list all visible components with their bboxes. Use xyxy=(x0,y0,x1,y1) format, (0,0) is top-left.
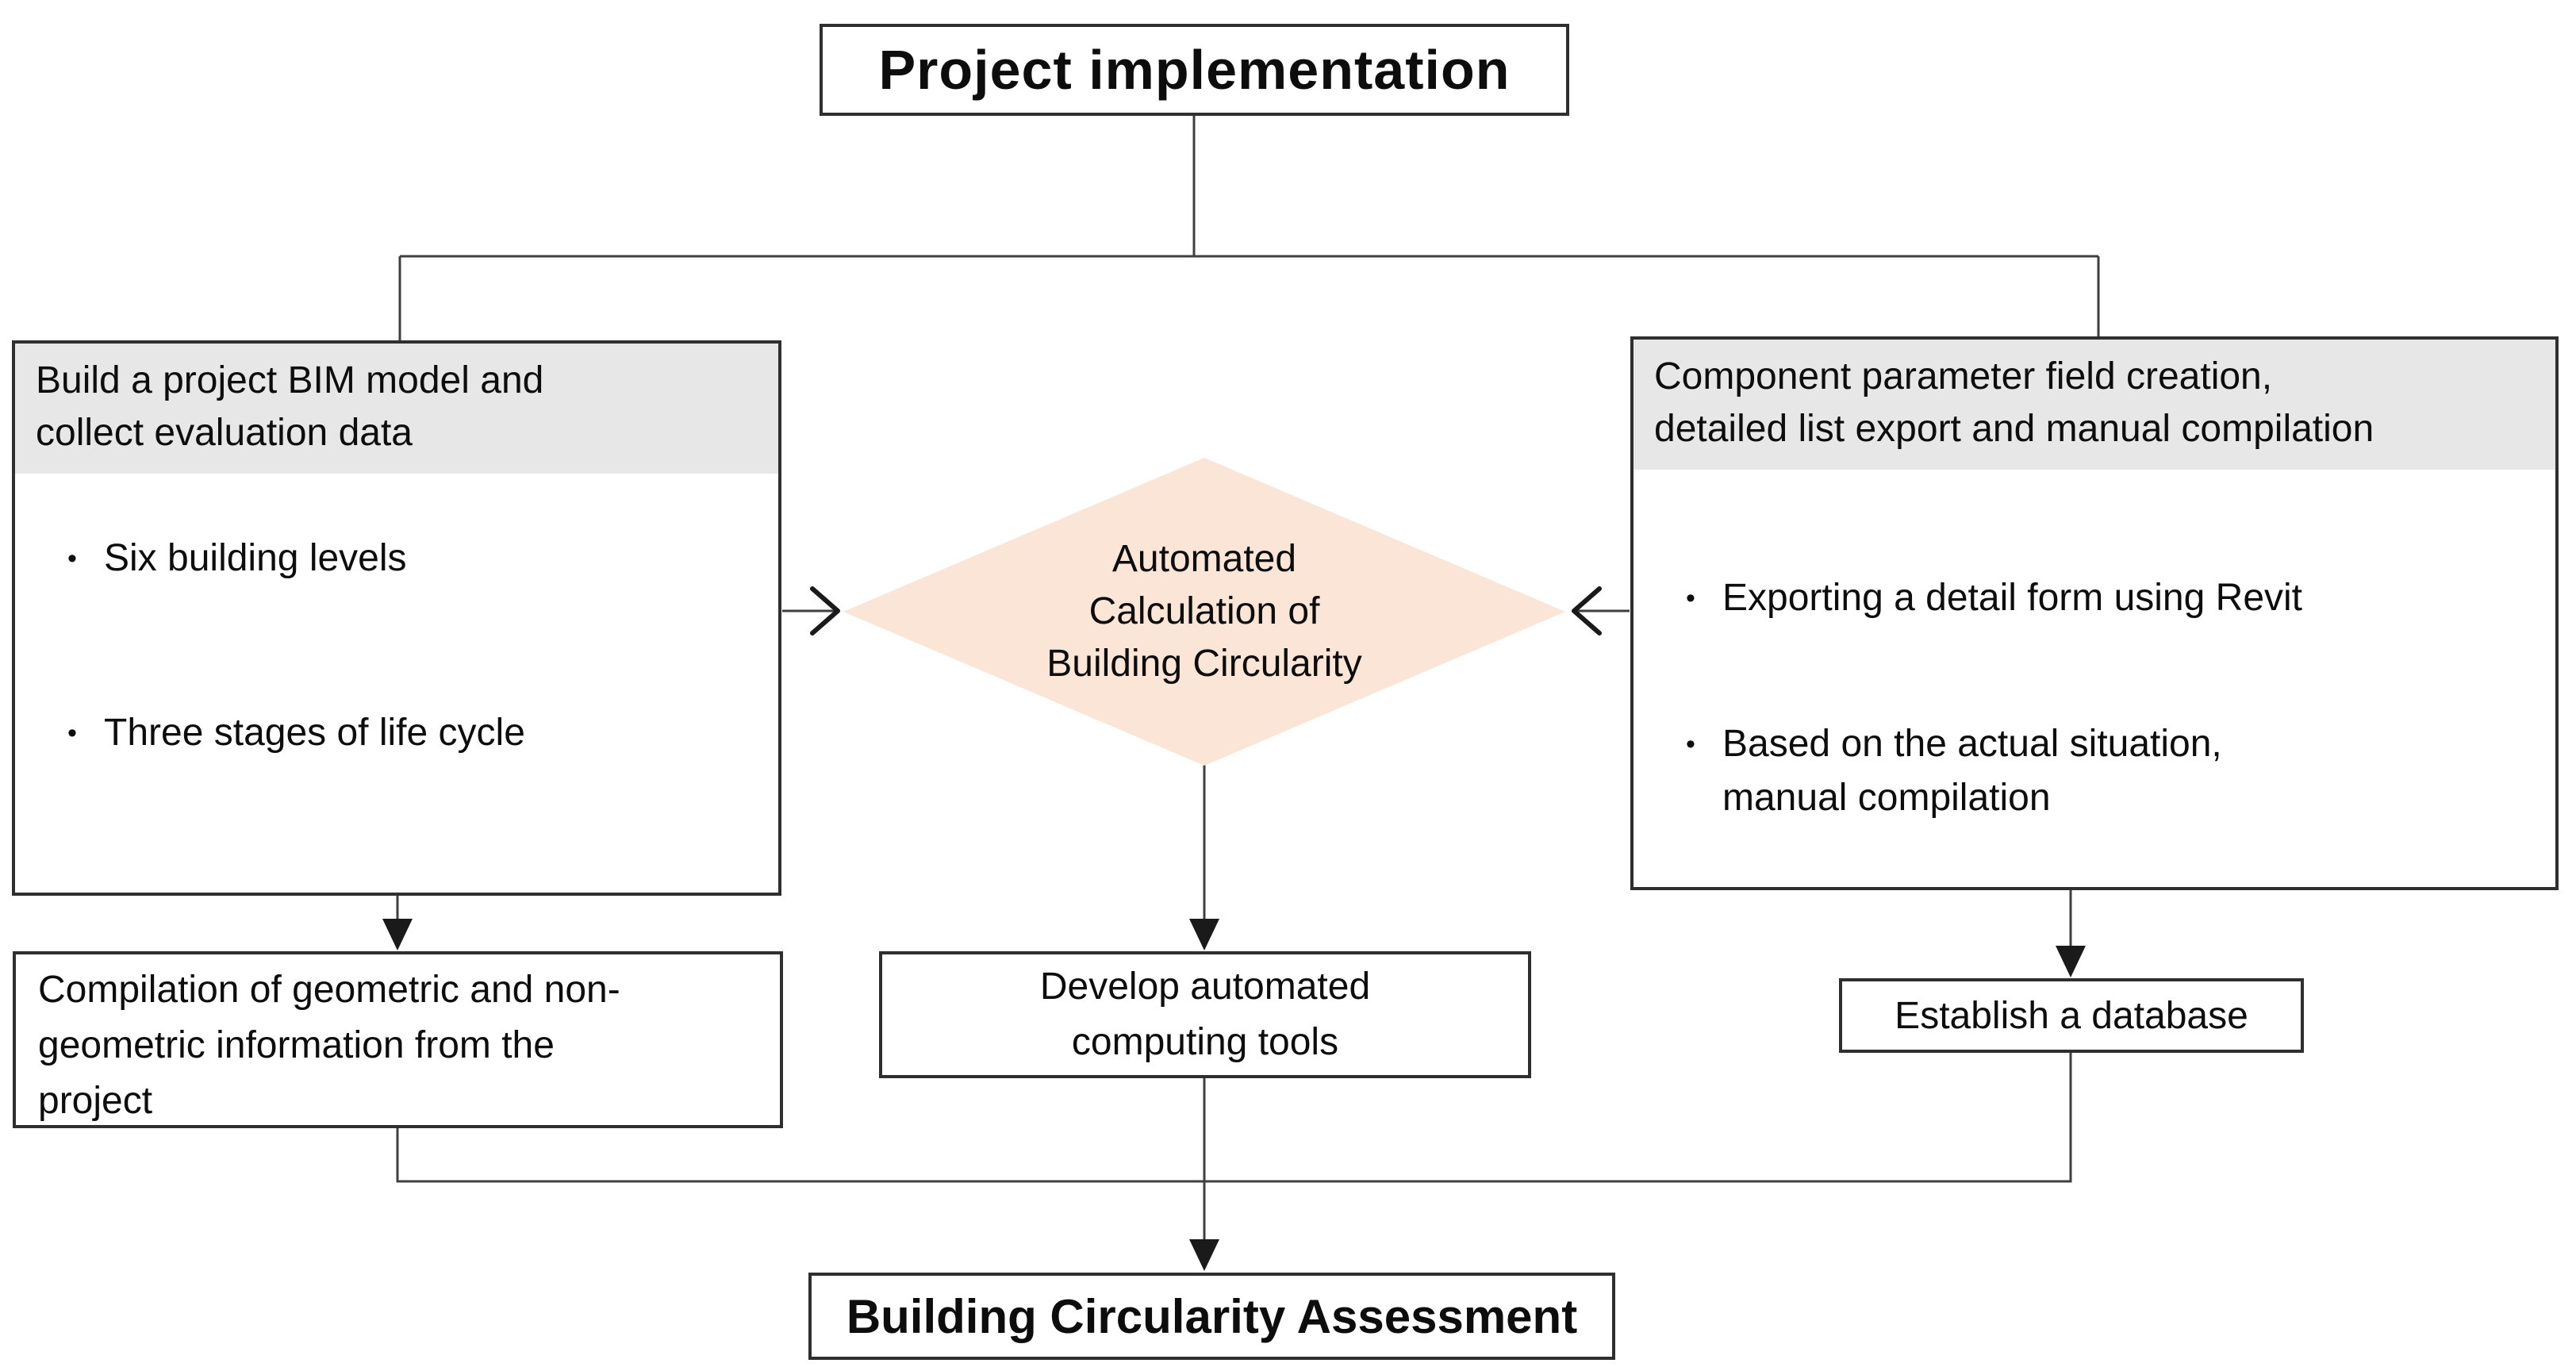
develop-label-line: Develop automated xyxy=(1039,966,1371,1008)
list-item: • Three stages of life cycle xyxy=(15,706,778,760)
left-process-box: Build a project BIM model and collect ev… xyxy=(12,340,781,896)
right-box-header-line: detailed list export and manual compilat… xyxy=(1654,408,2374,450)
bullet-text: Three stages of life cycle xyxy=(104,712,525,754)
compilation-line: project xyxy=(38,1080,153,1122)
develop-tools-box: Develop automated computing tools xyxy=(879,951,1531,1078)
final-assessment-box: Building Circularity Assessment xyxy=(808,1273,1615,1360)
develop-label-line: computing tools xyxy=(1071,1021,1339,1063)
list-item: • Exporting a detail form using Revit xyxy=(1634,571,2555,625)
bullet-icon: • xyxy=(67,543,77,574)
list-item: • Based on the actual situation, manual … xyxy=(1634,717,2555,825)
database-box: Establish a database xyxy=(1839,978,2304,1053)
compilation-line: geometric information from the xyxy=(38,1024,555,1066)
arrowhead-down-icon xyxy=(382,919,413,950)
chevron-left-icon xyxy=(1572,586,1602,636)
diamond-label: Automated Calculation of Building Circul… xyxy=(1046,533,1361,690)
bullet-text-line: Based on the actual situation, xyxy=(1722,723,2222,765)
chevron-right-icon xyxy=(810,586,840,636)
bullet-text-line: manual compilation xyxy=(1722,777,2051,819)
title-box: Project implementation xyxy=(820,24,1569,116)
bullet-icon: • xyxy=(67,718,77,748)
left-box-header: Build a project BIM model and collect ev… xyxy=(15,344,778,474)
arrowhead-down-icon xyxy=(2056,946,2086,977)
develop-label: Develop automated computing tools xyxy=(1040,959,1370,1070)
final-label: Building Circularity Assessment xyxy=(846,1289,1578,1343)
bullet-text: Exporting a detail form using Revit xyxy=(1722,577,2303,619)
page-title: Project implementation xyxy=(878,39,1511,101)
bullet-text: Six building levels xyxy=(104,537,407,579)
right-process-box: Component parameter field creation, deta… xyxy=(1630,336,2559,890)
bullet-icon: • xyxy=(1686,729,1695,759)
right-box-bullet-list: • Exporting a detail form using Revit • … xyxy=(1634,470,2555,825)
left-box-header-line: collect evaluation data xyxy=(36,412,413,454)
right-box-header: Component parameter field creation, deta… xyxy=(1634,340,2555,470)
arrowhead-down-icon xyxy=(1189,919,1219,950)
list-item: • Six building levels xyxy=(15,532,778,586)
compilation-line: Compilation of geometric and non- xyxy=(38,969,620,1011)
diamond-label-line: Calculation of xyxy=(1088,590,1320,632)
arrowhead-down-icon xyxy=(1189,1239,1219,1271)
right-box-header-line: Component parameter field creation, xyxy=(1654,355,2273,397)
compilation-box: Compilation of geometric and non- geomet… xyxy=(13,951,783,1128)
decision-diamond: Automated Calculation of Building Circul… xyxy=(843,458,1565,766)
database-label: Establish a database xyxy=(1895,994,2248,1037)
left-box-header-line: Build a project BIM model and xyxy=(36,359,544,401)
diamond-label-line: Automated xyxy=(1111,538,1297,580)
diamond-label-line: Building Circularity xyxy=(1046,643,1362,685)
bullet-icon: • xyxy=(1686,583,1695,613)
bullet-text: Based on the actual situation, manual co… xyxy=(1722,717,2222,825)
left-box-bullet-list: • Six building levels • Three stages of … xyxy=(15,474,778,760)
